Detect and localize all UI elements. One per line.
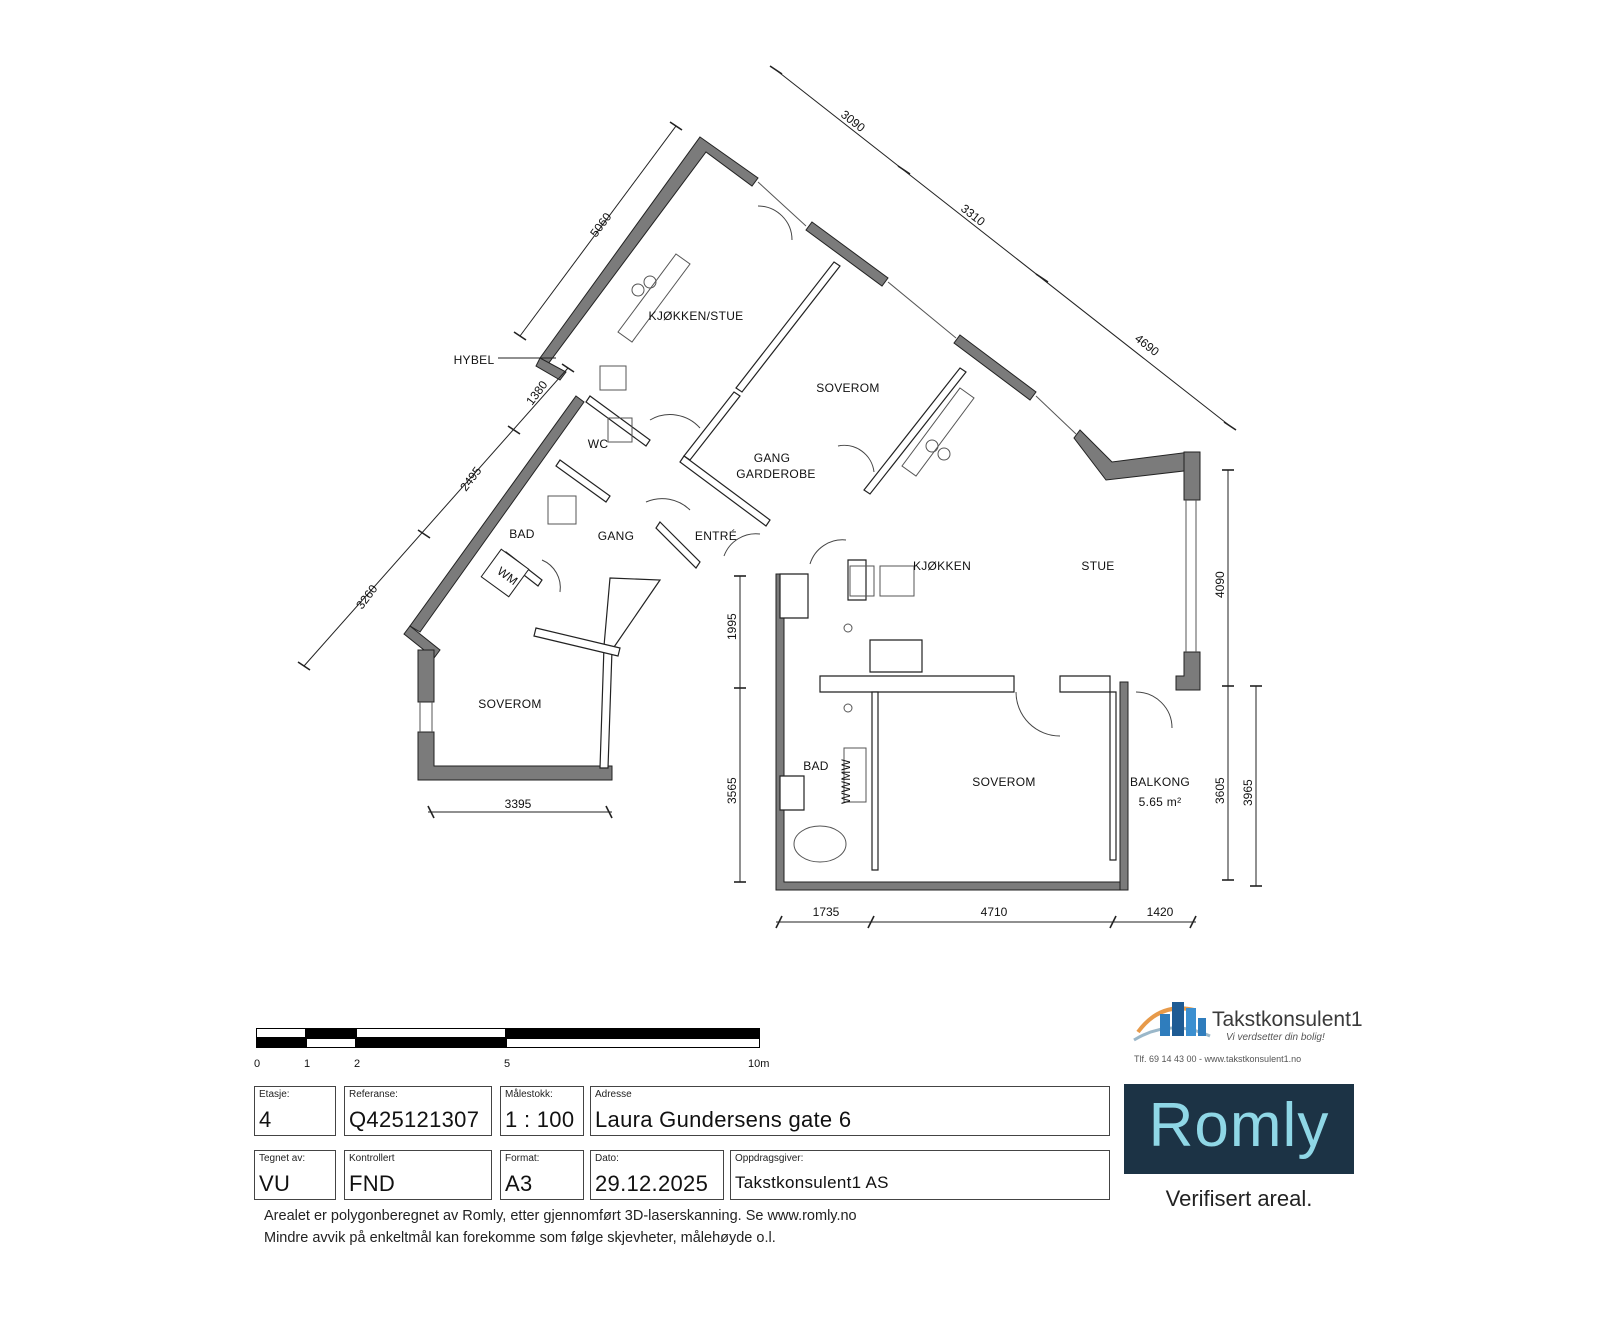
adresse-label: Adresse — [595, 1089, 632, 1100]
adresse-value: Laura Gundersens gate 6 — [595, 1107, 852, 1132]
label-ww: WWMW — [839, 758, 853, 804]
cell-oppdragsgiver: Oppdragsgiver: Takstkonsulent1 AS — [730, 1150, 1110, 1200]
scale-tick-1: 1 — [304, 1058, 311, 1070]
label-wc: WC — [588, 437, 609, 451]
label-soverom-left: SOVEROM — [478, 697, 541, 711]
cell-referanse: Referanse: Q425121307 — [344, 1086, 492, 1136]
etasje-value: 4 — [259, 1107, 272, 1132]
romly-wordmark: Romly — [1148, 1091, 1330, 1160]
cell-adresse: Adresse Laura Gundersens gate 6 — [590, 1086, 1110, 1136]
referanse-value: Q425121307 — [349, 1107, 480, 1132]
dato-value: 29.12.2025 — [595, 1171, 709, 1196]
note-line-1: Arealet er polygonberegnet av Romly, ett… — [264, 1208, 857, 1224]
dim-3260: 3260 — [353, 582, 380, 612]
scale-tick-2: 2 — [354, 1058, 361, 1070]
dim-3605: 3605 — [1213, 777, 1227, 804]
dim-1735: 1735 — [813, 905, 840, 919]
cell-tegnet-av: Tegnet av: VU — [254, 1150, 336, 1200]
cell-malestokk: Målestokk: 1 : 100 — [500, 1086, 584, 1136]
exterior-walls — [403, 136, 1201, 891]
scale-tick-0: 0 — [254, 1058, 261, 1070]
tegnet-av-label: Tegnet av: — [259, 1153, 306, 1164]
note-line-2: Mindre avvik på enkeltmål kan forekomme … — [264, 1230, 776, 1246]
label-bad-left: BAD — [509, 527, 535, 541]
takstkonsulent-contact: Tlf. 69 14 43 00 - www.takstkonsulent1.n… — [1134, 1054, 1302, 1064]
romly-tagline: Verifisert areal. — [1165, 1186, 1313, 1211]
room-labels: KJØKKEN/STUE HYBEL SOVEROM WC GANG GARDE… — [454, 309, 1190, 809]
scale-tick-5: 5 — [504, 1058, 511, 1070]
malestokk-label: Målestokk: — [505, 1089, 553, 1100]
romly-logo: Romly — [1124, 1084, 1354, 1174]
interior-walls — [501, 261, 1117, 871]
cell-etasje: Etasje: 4 — [254, 1086, 336, 1136]
takstkonsulent-name: Takstkonsulent1 — [1212, 1008, 1363, 1031]
dimension-lines — [297, 65, 1262, 929]
label-kjokken-stue: KJØKKEN/STUE — [649, 309, 744, 323]
format-label: Format: — [505, 1153, 540, 1164]
scale-bar: 0 1 2 5 10m — [254, 1028, 769, 1070]
label-balkong-area: 5.65 m² — [1139, 795, 1182, 809]
windows — [419, 181, 1197, 732]
label-gang-garderobe-2: GARDEROBE — [736, 467, 815, 481]
label-entre: ENTRÉ — [695, 528, 737, 543]
takstkonsulent-logo — [1133, 1002, 1211, 1042]
label-hybel: HYBEL — [454, 353, 495, 367]
label-gang-garderobe-1: GANG — [754, 451, 791, 465]
kontrollert-value: FND — [349, 1171, 396, 1196]
kitchen-counters — [599, 253, 975, 597]
cell-format: Format: A3 — [500, 1150, 584, 1200]
label-stue: STUE — [1081, 559, 1114, 573]
dim-3965: 3965 — [1241, 779, 1255, 806]
dato-label: Dato: — [595, 1153, 619, 1164]
takstkonsulent-slogan: Vi verdsetter din bolig! — [1226, 1032, 1325, 1043]
oppdragsgiver-value: Takstkonsulent1 AS — [735, 1173, 889, 1192]
door-swings — [541, 205, 1173, 737]
label-balkong: BALKONG — [1130, 775, 1190, 789]
etasje-label: Etasje: — [259, 1089, 290, 1100]
dim-1420: 1420 — [1147, 905, 1174, 919]
wm-box — [480, 548, 530, 598]
dim-4690: 4690 — [1132, 331, 1162, 359]
label-gang: GANG — [598, 529, 635, 543]
label-soverom-upper: SOVEROM — [816, 381, 879, 395]
dim-3565: 3565 — [725, 777, 739, 804]
malestokk-value: 1 : 100 — [505, 1107, 575, 1132]
cell-dato: Dato: 29.12.2025 — [590, 1150, 724, 1200]
dim-4090: 4090 — [1213, 571, 1227, 598]
kontrollert-label: Kontrollert — [349, 1153, 395, 1164]
dim-2495: 2495 — [457, 464, 484, 494]
referanse-label: Referanse: — [349, 1089, 398, 1100]
label-soverom-right: SOVEROM — [972, 775, 1035, 789]
format-value: A3 — [505, 1171, 533, 1196]
scale-tick-10: 10m — [748, 1058, 770, 1070]
dim-4710: 4710 — [981, 905, 1008, 919]
oppdragsgiver-label: Oppdragsgiver: — [735, 1153, 804, 1164]
label-kjokken: KJØKKEN — [913, 559, 971, 573]
label-bad-right: BAD — [803, 759, 829, 773]
floor-plan: KJØKKEN/STUE HYBEL SOVEROM WC GANG GARDE… — [297, 65, 1262, 929]
cell-kontrollert: Kontrollert FND — [344, 1150, 492, 1200]
tegnet-av-value: VU — [259, 1171, 291, 1196]
dim-1995: 1995 — [725, 613, 739, 640]
dim-3395: 3395 — [505, 797, 532, 811]
bath-fixtures — [547, 417, 867, 863]
